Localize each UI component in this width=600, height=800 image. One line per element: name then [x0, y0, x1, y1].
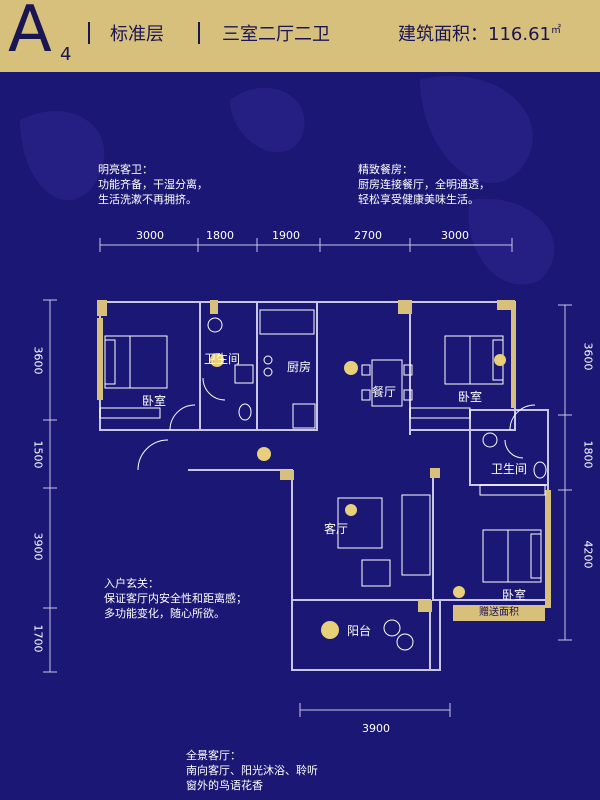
room-bedroom-left: 卧室 — [142, 394, 167, 408]
room-bedroom-right-bottom: 卧室 — [502, 588, 527, 602]
unit-letter: A — [8, 0, 52, 67]
dim-top-4: 2700 — [354, 229, 382, 242]
dim-top-2: 1800 — [206, 229, 234, 242]
note-line: 窗外的鸟语花香 — [186, 779, 263, 792]
room-bathroom-right: 卫生间 — [491, 462, 528, 476]
room-living: 客厅 — [324, 522, 349, 536]
dim-bottom: 3900 — [362, 722, 390, 735]
bed-left — [104, 335, 168, 389]
note-line: 全景客厅： — [186, 749, 241, 762]
unit-subscript: 4 — [60, 44, 72, 65]
dining-table — [361, 359, 413, 407]
room-dining: 餐厅 — [372, 385, 397, 399]
gold-walls — [97, 300, 551, 612]
dim-top-5: 3000 — [441, 229, 469, 242]
note-line: 南向客厅、阳光沐浴、聆听 — [186, 764, 318, 777]
dim-left-1: 3600 — [31, 346, 45, 375]
fixtures — [207, 317, 547, 479]
wardrobes — [99, 407, 546, 496]
dim-left-3: 3900 — [31, 532, 45, 561]
balcony-chairs — [383, 619, 414, 651]
note-line: 厨房连接餐厅，全明通透， — [358, 178, 490, 191]
note-line: 入户玄关： — [104, 577, 159, 590]
header-bar: A 4 标准层 三室二厅二卫 建筑面积：116.61㎡ — [0, 0, 600, 72]
layout-type: 三室二厅二卫 — [222, 24, 330, 45]
dim-right-3: 4200 — [581, 540, 595, 569]
note-line: 精致餐房： — [358, 163, 413, 176]
note-line: 功能齐备，干湿分离， — [98, 178, 208, 191]
area-label: 建筑面积：116.61㎡ — [398, 20, 561, 46]
room-kitchen: 厨房 — [287, 360, 312, 374]
room-bedroom-right-top: 卧室 — [458, 390, 483, 404]
dim-right-1: 3600 — [581, 342, 595, 371]
note-entrance: 入户玄关： 保证客厅内安全性和距离感； 多功能变化，随心所欲。 — [104, 576, 247, 621]
bed-right-bottom — [482, 529, 542, 583]
lamps — [210, 353, 506, 639]
note-line: 多功能变化，随心所欲。 — [104, 607, 225, 620]
note-bathroom: 明亮客卫： 功能齐备，干湿分离， 生活洗漱不再拥挤。 — [98, 162, 208, 207]
decorative-leaves — [20, 76, 555, 285]
dim-left-4: 1700 — [31, 624, 45, 653]
sofa — [337, 494, 431, 587]
dim-left-2: 1500 — [31, 440, 45, 469]
note-living: 全景客厅： 南向客厅、阳光沐浴、聆听 窗外的鸟语花香 — [186, 748, 318, 793]
note-line: 保证客厅内安全性和距离感； — [104, 592, 247, 605]
dim-top-3: 1900 — [272, 229, 300, 242]
note-dining: 精致餐房： 厨房连接餐厅，全明通透， 轻松享受健康美味生活。 — [358, 162, 490, 207]
note-line: 生活洗漱不再拥挤。 — [98, 193, 197, 206]
kitchen-counter — [259, 309, 316, 429]
area-value: 建筑面积：116.61 — [398, 24, 551, 45]
gift-area-badge: 赠送面积 — [453, 605, 545, 621]
note-line: 明亮客卫： — [98, 163, 153, 176]
door-arcs — [137, 377, 536, 471]
area-unit: ㎡ — [550, 25, 561, 36]
header-divider — [88, 22, 90, 44]
floor-type: 标准层 — [110, 24, 164, 45]
room-balcony: 阳台 — [347, 624, 372, 638]
note-line: 轻松享受健康美味生活。 — [358, 193, 479, 206]
dim-right-2: 1800 — [581, 440, 595, 469]
room-bathroom-left: 卫生间 — [204, 352, 241, 366]
dim-top-1: 3000 — [136, 229, 164, 242]
header-divider — [198, 22, 200, 44]
dimension-lines — [43, 238, 572, 717]
